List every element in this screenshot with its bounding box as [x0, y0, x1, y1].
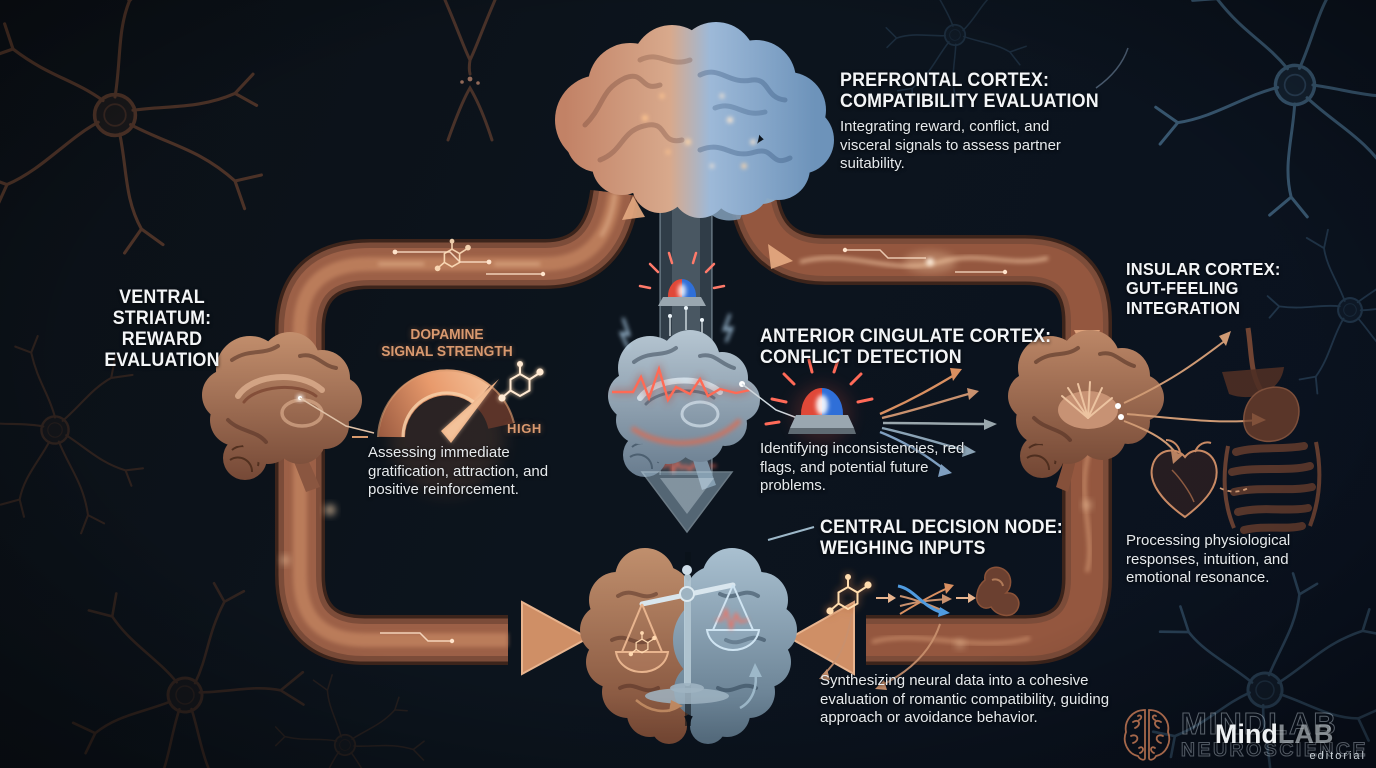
ventral-striatum-title-line2: REWARD EVALUATION	[104, 328, 220, 371]
ventral-striatum-title: VENTRAL STRIATUM: REWARD EVALUATION	[68, 287, 256, 372]
prefrontal-description: Integrating reward, conflict, and viscer…	[840, 118, 1061, 173]
dopamine-gauge-label: DOPAMINE SIGNAL STRENGTH	[362, 327, 533, 360]
ventral-striatum-title-line1: VENTRAL STRIATUM:	[112, 287, 212, 329]
logo-tagline-outline: NEUROSCIENCE	[1180, 738, 1368, 761]
prefrontal-title-line2: COMPATIBILITY EVALUATION	[840, 90, 1099, 112]
decision-title-line2: WEIGHING INPUTS	[820, 537, 986, 559]
logo-editorial-label: editorial	[1309, 750, 1366, 763]
gauge-level-label: HIGH	[507, 421, 542, 436]
insular-title: INSULAR CORTEX: GUT-FEELING INTEGRATION	[1126, 259, 1281, 318]
insular-title-line1: INSULAR CORTEX:	[1126, 259, 1281, 279]
logo-overlay-word: MindLAB	[1214, 718, 1334, 749]
logo-wordmark-outline: MINDLAB	[1180, 705, 1338, 741]
insular-title-line2: GUT-FEELING	[1126, 278, 1239, 299]
acc-description: Identifying inconsistencies, red flags, …	[760, 440, 965, 495]
acc-title: ANTERIOR CINGULATE CORTEX: CONFLICT DETE…	[760, 326, 1052, 369]
decision-title-line1: CENTRAL DECISION NODE:	[820, 517, 1063, 538]
insular-description: Processing physiological responses, intu…	[1126, 532, 1291, 587]
gauge-label-line1: DOPAMINE	[410, 327, 484, 343]
gauge-label-line2: SIGNAL STRENGTH	[381, 343, 513, 360]
brain-logo-icon	[1123, 709, 1171, 761]
logo-wordmark-block: MINDLAB NEUROSCIENCE MindLAB editorial	[1180, 705, 1368, 763]
decision-title: CENTRAL DECISION NODE: WEIGHING INPUTS	[820, 517, 1063, 560]
logo-overlay-lab: LAB	[1277, 718, 1334, 749]
prefrontal-title: PREFRONTAL CORTEX: COMPATIBILITY EVALUAT…	[840, 70, 1099, 113]
acc-title-line2: CONFLICT DETECTION	[760, 346, 962, 368]
prefrontal-title-line1: PREFRONTAL CORTEX:	[840, 70, 1050, 91]
insular-title-line3: INTEGRATION	[1126, 297, 1241, 318]
logo-overlay-mind: Mind	[1214, 718, 1278, 749]
acc-title-line1: ANTERIOR CINGULATE CORTEX:	[760, 326, 1052, 347]
ventral-striatum-description: Assessing immediate gratification, attra…	[368, 444, 549, 499]
mindlab-logo: MINDLAB NEUROSCIENCE MindLAB editorial	[1121, 706, 1368, 762]
decision-description: Synthesizing neural data into a cohesive…	[820, 672, 1110, 727]
